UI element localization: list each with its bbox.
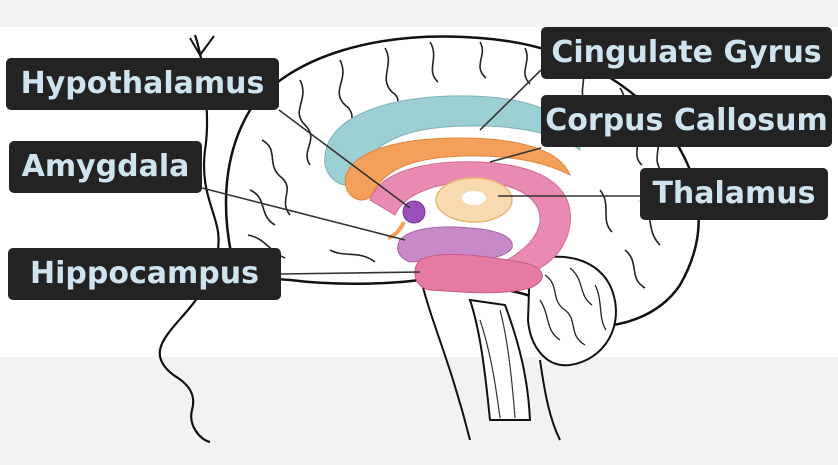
cerebellum-folia <box>539 267 607 346</box>
cerebellum <box>526 255 617 367</box>
hippocampus-region <box>414 253 543 294</box>
leader-hippocampus <box>280 271 421 275</box>
head-profile-outline <box>158 34 220 444</box>
label-hippocampus: Hippocampus <box>8 248 281 300</box>
amygdala-region <box>397 226 513 263</box>
leader-amygdala <box>201 187 406 241</box>
leader-cingulate <box>479 69 542 131</box>
head-profile-detail <box>189 35 215 57</box>
leader-lines <box>201 69 640 275</box>
label-cingulate-gyrus: Cingulate Gyrus <box>541 27 832 79</box>
label-corpus-callosum: Corpus Callosum <box>541 95 832 147</box>
brainstem-lines <box>479 309 516 419</box>
leader-hypothalamus <box>278 109 411 209</box>
label-amygdala: Amygdala <box>9 141 202 193</box>
lower-outline <box>419 274 561 441</box>
label-thalamus: Thalamus <box>640 168 828 220</box>
label-hypothalamus: Hypothalamus <box>6 58 279 110</box>
leader-corpus <box>489 147 542 163</box>
pituitary-stalk <box>387 221 406 240</box>
brainstem <box>468 298 532 421</box>
thalamus-core <box>462 191 486 205</box>
